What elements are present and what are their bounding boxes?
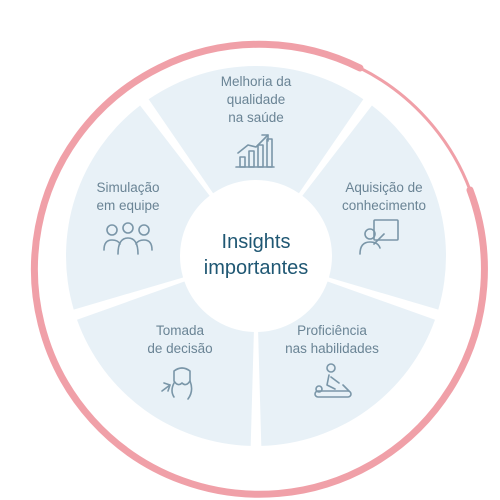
- team-group-icon: [103, 222, 153, 255]
- outer-ring: [30, 40, 488, 498]
- segment-label-3-line-2: nas habilidades: [285, 341, 379, 356]
- segment-label-4-line-2: de decisão: [147, 341, 212, 356]
- vr-headset-icon: [161, 367, 193, 400]
- segment-label-4-line-1: Tomada: [156, 323, 205, 338]
- outer-ring-tail: [358, 66, 472, 192]
- segment-wedge-1: [148, 66, 364, 194]
- segment-label-3-line-1: Proficiência: [297, 323, 367, 338]
- center-label-line-1: Insights: [222, 231, 291, 253]
- segment-wedge-4: [77, 281, 254, 446]
- segment-label-1-line-1: Melhoria da: [221, 74, 292, 89]
- segment-wedge-5: [66, 105, 210, 310]
- segment-wedge-2: [302, 105, 447, 310]
- center-label-line-2: importantes: [204, 257, 309, 279]
- segment-wedge-3: [258, 281, 435, 446]
- segment-label-2-line-1: Aquisição de: [345, 180, 422, 195]
- presenter-board-icon: [359, 219, 399, 255]
- segment-label-5-line-2: em equipe: [96, 198, 159, 213]
- bar-chart-growth-icon: [235, 134, 275, 168]
- segment-label-1-line-2: qualidade: [227, 92, 286, 107]
- segment-label-1-line-3: na saúde: [228, 110, 284, 125]
- segment-label-5-line-1: Simulação: [96, 180, 159, 195]
- segment-label-2-line-2: conhecimento: [342, 198, 426, 213]
- segments-group: [66, 66, 447, 446]
- center-circle: [186, 186, 326, 326]
- massage-therapy-icon: [314, 363, 352, 398]
